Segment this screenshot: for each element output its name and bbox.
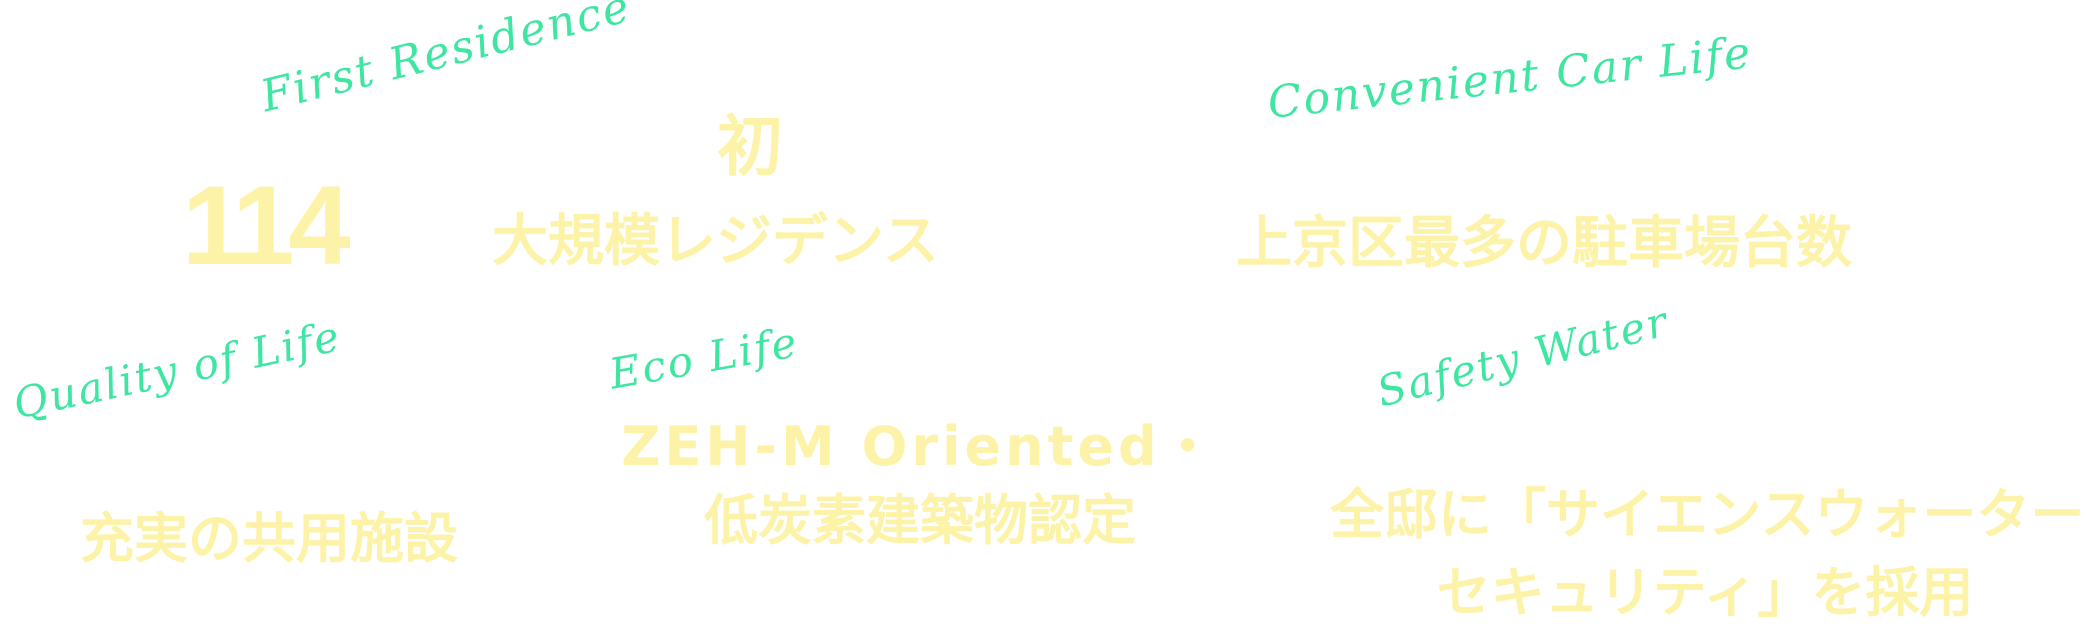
science-water-security-label: セキュリティ」を採用 — [1436, 561, 1974, 624]
shared-facilities-label: 充実の共用施設 — [80, 507, 458, 570]
science-water-label: 全邸に「サイエンスウォーター — [1330, 483, 2085, 546]
parking-count-label: 上京区最多の駐車場台数 — [1236, 211, 1852, 276]
residence-count-number: 114 — [182, 163, 351, 288]
first-label: 初 — [717, 108, 783, 185]
script-title-safety-water: Safety Water — [1372, 296, 1674, 417]
large-scale-residence-label: 大規模レジデンス — [492, 209, 939, 274]
script-title-convenient-car-life: Convenient Car Life — [1265, 27, 1755, 129]
script-title-quality-of-life: Quality of Life — [8, 311, 346, 429]
zeh-m-oriented-label: ZEH-M Oriented・ — [621, 415, 1219, 478]
low-carbon-building-label: 低炭素建築物認定 — [704, 489, 1136, 552]
script-title-first-residence: First Residence — [255, 0, 636, 123]
script-title-eco-life: Eco Life — [605, 317, 802, 399]
